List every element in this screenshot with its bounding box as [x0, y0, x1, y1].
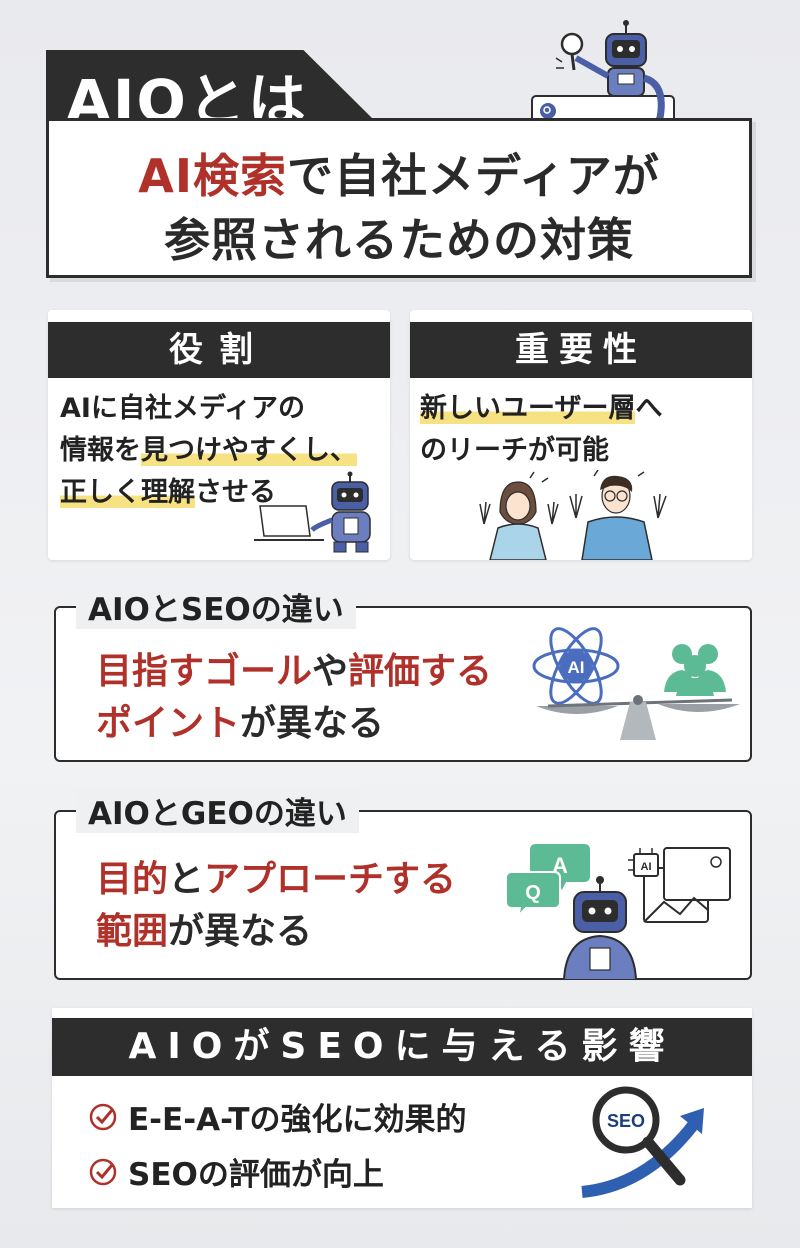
role-line3-highlight: 正しく理解	[60, 477, 195, 508]
geo-line1-red1: 目的	[96, 859, 169, 900]
header-line-2: 参照されるための対策	[164, 213, 634, 267]
impact-title: AIOがSEOに与える影響	[52, 1018, 752, 1076]
importance-line-1: 新しいユーザー層へ	[420, 388, 750, 430]
role-line3-rest: させる	[195, 477, 276, 508]
seo-line2-rest: が異なる	[240, 703, 385, 744]
impact-item-text: SEOの評価が向上	[128, 1157, 384, 1193]
role-line2-a: 情報を	[60, 435, 141, 466]
role-line-1: AIに自社メディアの	[60, 393, 306, 424]
role-card-title: 役割	[48, 322, 390, 378]
importance-card-title: 重要性	[410, 322, 752, 378]
atom-ai-text: AI	[568, 658, 585, 677]
geo-line-2: 範囲が異なる	[96, 906, 456, 958]
seo-diff-text: 目指すゴールや評価する ポイントが異なる	[96, 646, 492, 750]
role-line2-highlight: 見つけやすくし、	[141, 435, 357, 466]
geo-line1-mid: と	[168, 859, 205, 900]
qa-robot-illustration: A Q AI	[505, 844, 731, 980]
geo-diff-text: 目的とアプローチする 範囲が異なる	[96, 854, 456, 958]
question-bubble-icon	[505, 871, 561, 920]
seo-diff-label: AIOとSEOの違い	[76, 584, 356, 629]
impact-item-text: E-E-A-Tの強化に効果的	[128, 1102, 467, 1138]
ai-chip-icon	[633, 853, 659, 877]
importance-card-text: 新しいユーザー層へ のリーチが可能	[420, 388, 750, 472]
seo-line-2: ポイントが異なる	[96, 698, 492, 750]
geo-line-1: 目的とアプローチする	[96, 854, 456, 906]
seo-line1-red1: 目指すゴール	[96, 651, 313, 692]
robot-laptop-icon	[254, 471, 371, 553]
magnifier-seo-text: SEO	[607, 1111, 645, 1131]
seo-line-1: 目指すゴールや評価する	[96, 646, 492, 698]
role-card-text: AIに自社メディアの 情報を見つけやすくし、 正しく理解させる	[60, 388, 390, 514]
check-circle-icon	[89, 1103, 117, 1130]
importance-card: 重要性	[410, 310, 752, 560]
impact-item: E-E-A-Tの強化に効果的	[88, 1094, 467, 1139]
seo-magnifier-icon: SEO	[581, 1086, 704, 1198]
header-panel	[46, 118, 752, 278]
header-line1-red: AI検索	[138, 149, 287, 203]
impact-item: SEOの評価が向上	[88, 1149, 467, 1194]
geo-line1-red2: アプローチする	[204, 859, 457, 900]
robot-search-icon	[531, 20, 675, 132]
balance-scale-icon: AI	[532, 627, 740, 740]
check-circle-icon	[89, 1158, 117, 1185]
impact-list: E-E-A-Tの強化に効果的 SEOの評価が向上	[88, 1094, 467, 1194]
chip-ai-text: AI	[641, 861, 652, 873]
seo-line2-red: ポイント	[96, 703, 241, 744]
geo-line2-red: 範囲	[96, 911, 169, 952]
header-line-1: AI検索で自社メディアが	[46, 140, 752, 206]
seo-line1-red2: 評価する	[348, 651, 493, 692]
importance-line1-rest: へ	[635, 393, 663, 424]
geo-line2-rest: が異なる	[168, 911, 313, 952]
geo-diff-box	[54, 810, 752, 980]
importance-line-2: のリーチが可能	[420, 435, 609, 466]
bubble-q-text: Q	[525, 882, 541, 904]
role-line-3: 正しく理解させる	[60, 472, 390, 514]
people-illustration	[479, 470, 667, 560]
geo-diff-label: AIOとGEOの違い	[76, 788, 359, 833]
seo-line1-mid: や	[312, 651, 349, 692]
importance-line1-highlight: 新しいユーザー層	[420, 393, 636, 424]
header-line1-rest: で自社メディアが	[286, 149, 660, 203]
role-line-2: 情報を見つけやすくし、	[60, 430, 390, 472]
